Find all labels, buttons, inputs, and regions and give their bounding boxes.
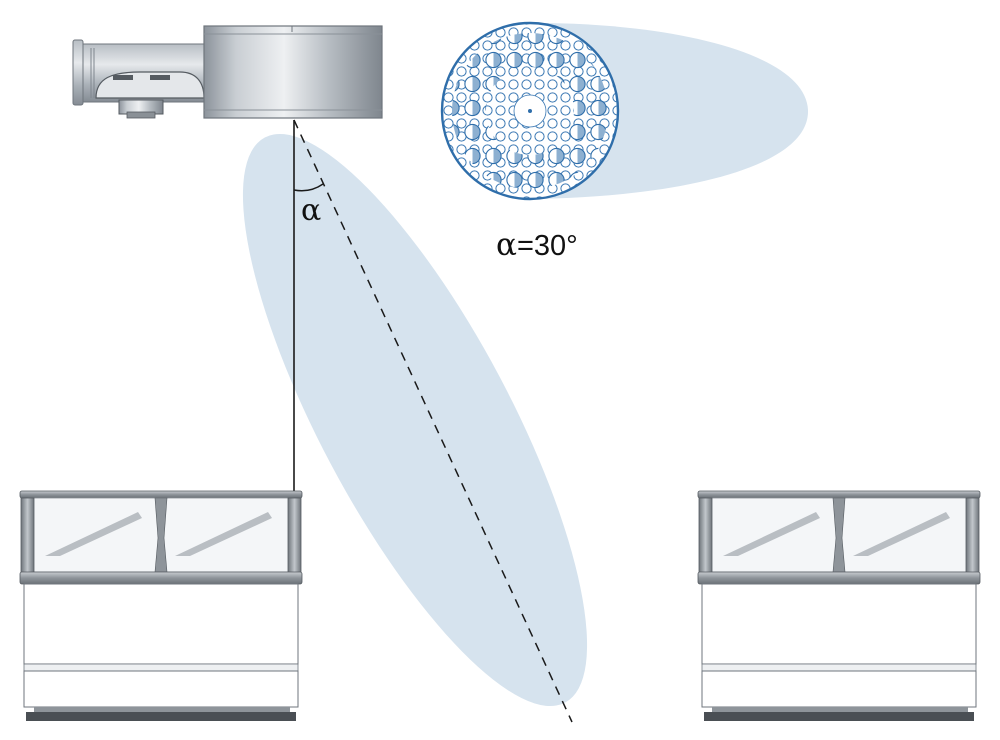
jet-axis-line: [293, 119, 573, 723]
angle-caption: α=30°: [496, 230, 578, 261]
duct-diffuser: [72, 25, 383, 119]
angle-arc: [293, 183, 324, 192]
diffuser-drum: [203, 25, 383, 119]
angle-caption-symbol: α: [496, 227, 517, 263]
nozzle-plate: [440, 21, 620, 201]
angle-caption-value: =30°: [516, 230, 578, 262]
airflow-plume: [242, 133, 588, 707]
duct-inlet-flange: [72, 39, 84, 106]
display-case-right: [697, 490, 981, 721]
angle-symbol-label: α: [301, 193, 322, 228]
display-case-left: [19, 490, 303, 721]
